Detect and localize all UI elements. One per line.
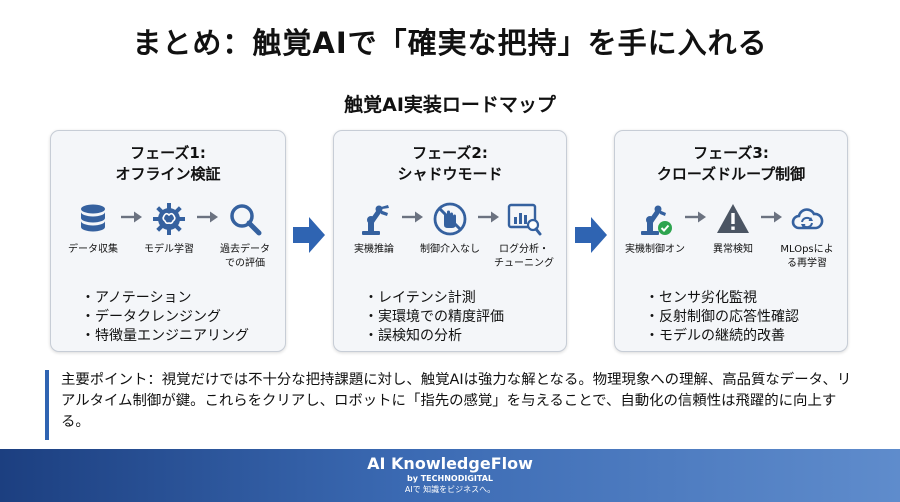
footer-brand: AI KnowledgeFlow	[367, 454, 533, 473]
flow-step-mlops-retrain: MLOpsによる再学習	[767, 201, 847, 271]
list-item: データクレンジング	[81, 308, 249, 327]
list-item: センサ劣化監視	[645, 289, 799, 308]
flow-step-data-collection: データ収集	[53, 201, 133, 257]
flow-step-model-training: モデル学習	[129, 201, 209, 257]
phase-title: フェーズ1: オフライン検証	[115, 144, 221, 183]
phase-title: フェーズ2: シャドウモード	[397, 144, 503, 183]
roadmap-title: 触覚AI実装ロードマップ	[344, 94, 556, 116]
list-item: レイテンシ計測	[364, 289, 504, 308]
robot-arm-check-icon	[641, 205, 672, 235]
flow-step-real-inference: 実機推論	[334, 201, 414, 257]
page-title: まとめ：触覚AIで「確実な把持」を手に入れる	[132, 26, 768, 60]
phase-arrow-icon	[575, 217, 607, 253]
warning-icon	[717, 204, 749, 233]
phase-title: フェーズ3: クローズドループ制御	[656, 144, 806, 183]
database-icon	[81, 204, 105, 232]
phase-arrow-icon	[293, 217, 325, 253]
phase-flow: データ収集 モデル学習	[51, 201, 285, 281]
analytics-icon	[507, 203, 542, 236]
brain-gear-icon	[153, 203, 185, 235]
phase-flow: 実機推論 制御介入なし ログ分析・チューニング	[334, 201, 566, 281]
list-item: 反射制御の応答性確認	[645, 308, 799, 327]
footer-company: by TECHNODIGITAL	[407, 474, 493, 483]
phase-card-2: フェーズ2: シャドウモード 実機推論	[333, 130, 567, 352]
phase-card-3: フェーズ3: クローズドループ制御 実機制御オン	[614, 130, 848, 352]
flow-step-control-on: 実機制御オン	[615, 201, 695, 257]
cloud-sync-icon	[791, 208, 824, 230]
phase-bullets: レイテンシ計測 実環境での精度評価 誤検知の分析	[364, 289, 504, 346]
summary-text: 主要ポイント：視覚だけでは不十分な把持課題に対し、触覚AIは強力な解となる。物理…	[45, 370, 857, 440]
phase-card-1: フェーズ1: オフライン検証 データ収集	[50, 130, 286, 352]
list-item: 誤検知の分析	[364, 327, 504, 346]
phase-bullets: センサ劣化監視 反射制御の応答性確認 モデルの継続的改善	[645, 289, 799, 346]
magnifier-icon	[230, 204, 262, 236]
flow-step-log-analysis: ログ分析・チューニング	[484, 201, 564, 271]
list-item: 実環境での精度評価	[364, 308, 504, 327]
robot-arm-icon	[362, 205, 389, 235]
list-item: アノテーション	[81, 289, 249, 308]
flow-step-no-intervention: 制御介入なし	[410, 201, 490, 257]
footer-tagline: AIで 知識をビジネスへ。	[404, 485, 496, 494]
list-item: 特徴量エンジニアリング	[81, 327, 249, 346]
phase-flow: 実機制御オン 異常検知 MLOpsによる再学習	[615, 201, 847, 281]
no-hand-icon	[433, 202, 467, 236]
flow-step-past-data-eval: 過去データでの評価	[205, 201, 285, 271]
phase-bullets: アノテーション データクレンジング 特徴量エンジニアリング	[81, 289, 249, 346]
flow-step-anomaly-detection: 異常検知	[693, 201, 773, 257]
footer-banner: AI KnowledgeFlow by TECHNODIGITAL AIで 知識…	[0, 449, 900, 502]
list-item: モデルの継続的改善	[645, 327, 799, 346]
